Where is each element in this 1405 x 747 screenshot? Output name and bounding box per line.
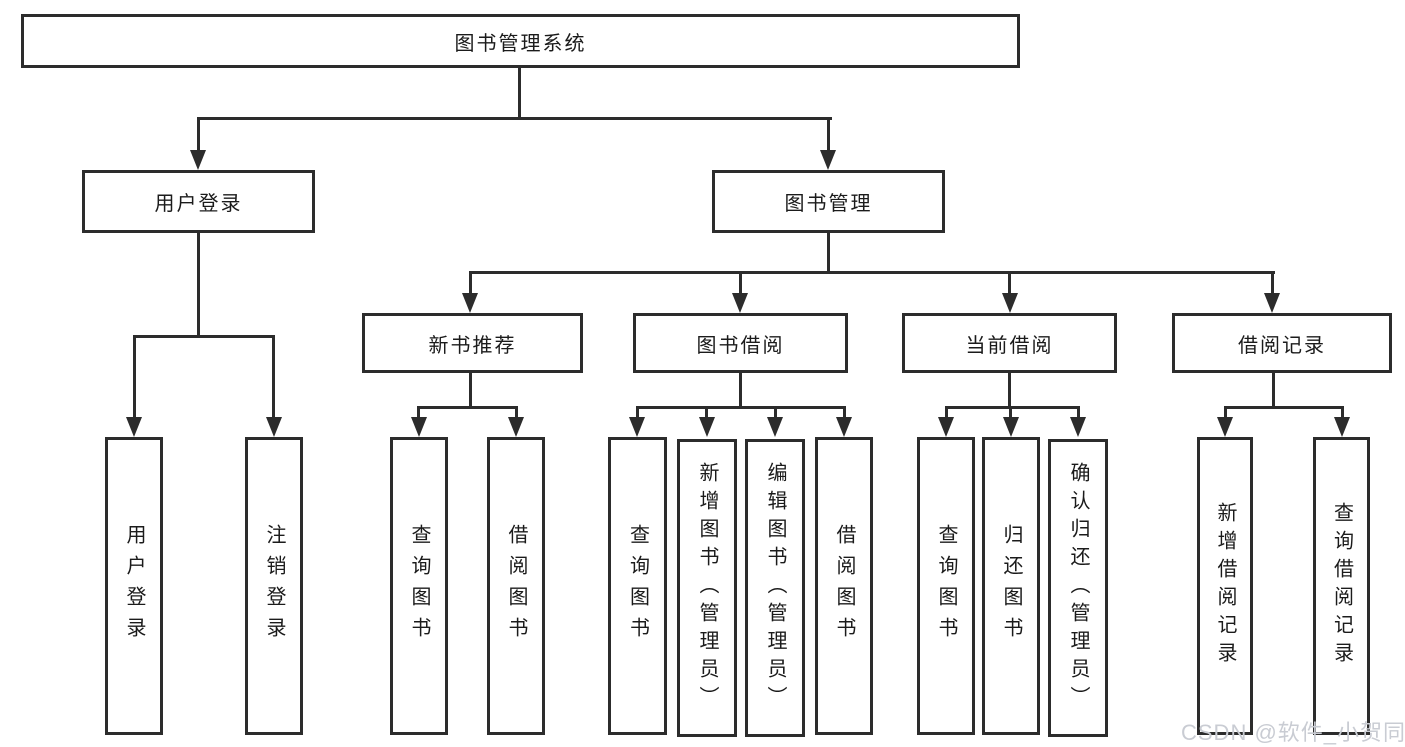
arrow-down-icon [767, 417, 783, 437]
connector-root-bar [197, 117, 832, 120]
arrow-down-icon [508, 417, 524, 437]
connector-userlogin-bar [133, 335, 275, 338]
arrow-down-icon [699, 417, 715, 437]
connector-br-stem [1272, 373, 1275, 409]
node-root-label: 图书管理系统 [454, 32, 587, 55]
node-borrow-record-label: 借阅记录 [1238, 334, 1326, 357]
connector-cb-bar [945, 406, 1080, 409]
arrow-down-icon [836, 417, 852, 437]
leaf-user-login: 用户登录 [105, 437, 163, 735]
connector-bb-drop2 [705, 406, 708, 420]
node-book-management-label: 图书管理 [784, 193, 873, 215]
connector-bookmgmt-bar [469, 271, 1275, 274]
node-new-book-recommend-label: 新书推荐 [428, 334, 517, 357]
connector-rec-drop1 [417, 406, 420, 420]
connector-userlogin-drop1 [133, 335, 136, 419]
arrow-down-icon [1003, 417, 1019, 437]
node-borrow-record: 借阅记录 [1172, 313, 1392, 373]
leaf-cb-confirm-return-admin: 确认归还（管理员） [1048, 439, 1108, 737]
connector-root-left-drop [197, 117, 200, 152]
leaf-bb-query-books: 查询图书 [608, 437, 667, 735]
arrow-down-icon [1334, 417, 1350, 437]
leaf-br-query-record-label: 查询借阅记录 [1330, 502, 1353, 670]
arrow-down-icon [1002, 293, 1018, 313]
connector-cb-drop2 [1009, 406, 1012, 420]
leaf-bb-edit-books-admin-label: 编辑图书（管理员） [764, 462, 786, 714]
connector-bookmgmt-drop1 [469, 271, 472, 295]
arrow-down-icon [411, 417, 427, 437]
leaf-rec-query-books: 查询图书 [390, 437, 448, 735]
leaf-logout-label: 注销登录 [263, 524, 285, 648]
leaf-rec-query-books-label: 查询图书 [408, 524, 430, 648]
leaf-cb-return-books-label: 归还图书 [1000, 524, 1022, 648]
arrow-down-icon [1264, 293, 1280, 313]
leaf-bb-borrow-books: 借阅图书 [815, 437, 873, 735]
leaf-br-query-record: 查询借阅记录 [1313, 437, 1370, 735]
connector-bb-stem [739, 373, 742, 409]
node-new-book-recommend: 新书推荐 [362, 313, 583, 373]
arrow-down-icon [938, 417, 954, 437]
node-book-management: 图书管理 [712, 170, 945, 233]
connector-rec-stem [469, 373, 472, 409]
leaf-bb-query-books-label: 查询图书 [626, 524, 649, 648]
leaf-bb-borrow-books-label: 借阅图书 [833, 524, 855, 648]
arrow-down-icon [1217, 417, 1233, 437]
connector-br-bar [1224, 406, 1344, 409]
node-root: 图书管理系统 [21, 14, 1020, 68]
node-book-borrow-label: 图书借阅 [696, 334, 785, 357]
leaf-br-add-record: 新增借阅记录 [1197, 437, 1253, 735]
arrow-down-icon [629, 417, 645, 437]
arrow-down-icon [462, 293, 478, 313]
leaf-br-add-record-label: 新增借阅记录 [1214, 502, 1236, 670]
arrow-down-icon [1070, 417, 1086, 437]
connector-root-right-drop [827, 117, 830, 152]
leaf-cb-query-books: 查询图书 [917, 437, 975, 735]
node-user-login-label: 用户登录 [154, 193, 243, 215]
node-user-login: 用户登录 [82, 170, 315, 233]
connector-userlogin-stem [197, 233, 200, 338]
arrow-down-icon [820, 150, 836, 170]
node-current-borrow-label: 当前借阅 [965, 334, 1054, 357]
connector-rec-drop2 [515, 406, 518, 420]
arrow-down-icon [126, 417, 142, 437]
connector-bb-drop3 [774, 406, 777, 420]
connector-userlogin-drop2 [272, 335, 275, 419]
connector-cb-stem [1008, 373, 1011, 409]
connector-bb-drop4 [843, 406, 846, 420]
leaf-cb-return-books: 归还图书 [982, 437, 1040, 735]
connector-root-stem [518, 68, 521, 119]
leaf-cb-confirm-return-admin-label: 确认归还（管理员） [1067, 462, 1089, 714]
connector-cb-drop3 [1077, 406, 1080, 420]
connector-bookmgmt-stem [827, 233, 830, 274]
leaf-cb-query-books-label: 查询图书 [935, 524, 957, 648]
leaf-rec-borrow-books-label: 借阅图书 [505, 524, 527, 648]
leaf-rec-borrow-books: 借阅图书 [487, 437, 545, 735]
connector-bookmgmt-drop3 [1008, 271, 1011, 295]
connector-bb-drop1 [636, 406, 639, 420]
leaf-bb-add-books-admin: 新增图书（管理员） [677, 439, 737, 737]
leaf-user-login-label: 用户登录 [123, 524, 145, 648]
connector-cb-drop1 [945, 406, 948, 420]
csdn-watermark: CSDN @软件_小贺同学 [1181, 720, 1405, 745]
leaf-bb-edit-books-admin: 编辑图书（管理员） [745, 439, 805, 737]
connector-bookmgmt-drop4 [1271, 271, 1274, 295]
connector-rec-bar [417, 406, 518, 409]
node-book-borrow: 图书借阅 [633, 313, 848, 373]
node-current-borrow: 当前借阅 [902, 313, 1117, 373]
arrow-down-icon [266, 417, 282, 437]
arrow-down-icon [732, 293, 748, 313]
arrow-down-icon [190, 150, 206, 170]
leaf-bb-add-books-admin-label: 新增图书（管理员） [696, 462, 718, 714]
connector-bb-bar [636, 406, 846, 409]
leaf-logout: 注销登录 [245, 437, 303, 735]
connector-br-drop1 [1224, 406, 1227, 420]
connector-br-drop2 [1341, 406, 1344, 420]
connector-bookmgmt-drop2 [739, 271, 742, 295]
